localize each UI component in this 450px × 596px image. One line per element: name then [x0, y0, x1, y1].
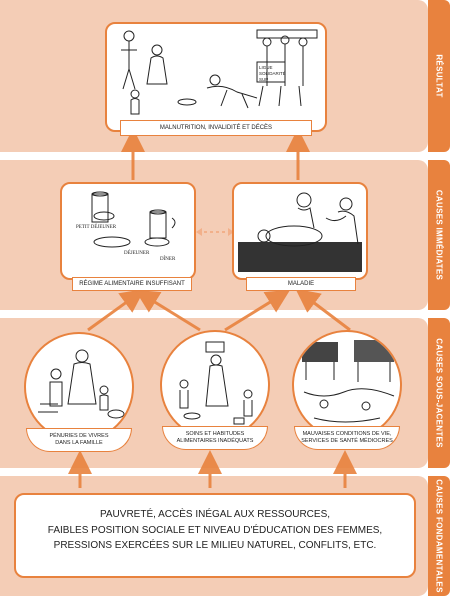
conditions-caption: MAUVAISES CONDITIONS DE VIE,SERVICES DE …: [294, 426, 400, 450]
shack-roof: [302, 342, 338, 362]
sign-text-line2: SOLIDARITÉ: [259, 70, 286, 76]
arrow-penuries-to-regime: [87, 288, 145, 332]
side-label-causes-fondamentales: CAUSES FONDAMENTALES: [428, 476, 450, 596]
maladie-illustration: [238, 192, 362, 272]
resultat-illustration-frame: LIGUE SOLIDARITÉ SUP: [105, 22, 327, 132]
label-diner: DÎNER: [160, 256, 176, 262]
penuries-sketch: [38, 349, 125, 419]
regime-illustration-frame: PETIT DÉJEUNER DÉJEUNER DÎNER: [60, 182, 196, 280]
link-arrowheads: [196, 228, 234, 236]
soins-sketch: [179, 341, 253, 425]
arrow-conditions-to-maladie: [295, 288, 351, 332]
side-label-resultat: RÉSULTAT: [428, 0, 450, 152]
regime-illustration: PETIT DÉJEUNER DÉJEUNER DÎNER: [76, 191, 176, 262]
fundamental-causes-box: PAUVRETÉ, ACCÈS INÉGAL AUX RESSOURCES, F…: [14, 493, 416, 578]
resultat-caption: MALNUTRITION, INVALIDITÉ ET DÉCÈS: [120, 120, 312, 136]
maladie-caption: MALADIE: [246, 277, 356, 291]
sign-text-line3: SUP: [259, 77, 268, 82]
penuries-illustration: [24, 332, 134, 442]
side-label-causes-sous-jacentes: CAUSES SOUS-JACENTES: [428, 318, 450, 468]
soins-illustration: [160, 330, 270, 440]
fundamental-line1: PAUVRETÉ, ACCÈS INÉGAL AUX RESSOURCES,: [99, 509, 331, 520]
maladie-illustration-frame: [232, 182, 368, 280]
side-label-causes-immediates: CAUSES IMMÉDIATES: [428, 160, 450, 310]
fundamental-line2: FAIBLES POSITION SOCIALE ET NIVEAU D'ÉDU…: [47, 524, 383, 536]
label-petit-dejeuner: PETIT DÉJEUNER: [76, 224, 117, 230]
fundamental-line3: PRESSIONS EXERCÉES SUR LE MILIEU NATUREL…: [53, 540, 377, 551]
sign-text-line1: LIGUE: [259, 65, 273, 70]
conditions-sketch: [302, 340, 395, 423]
conditions-illustration: [292, 330, 402, 440]
arrow-soins-to-maladie: [224, 289, 291, 332]
resultat-illustration: LIGUE SOLIDARITÉ SUP: [121, 29, 318, 115]
regime-caption: RÉGIME ALIMENTAIRE INSUFFISANT: [72, 277, 192, 291]
arrow-soins-to-regime: [134, 289, 201, 332]
label-dejeuner: DÉJEUNER: [124, 250, 150, 256]
bed-blanket: [238, 242, 362, 272]
